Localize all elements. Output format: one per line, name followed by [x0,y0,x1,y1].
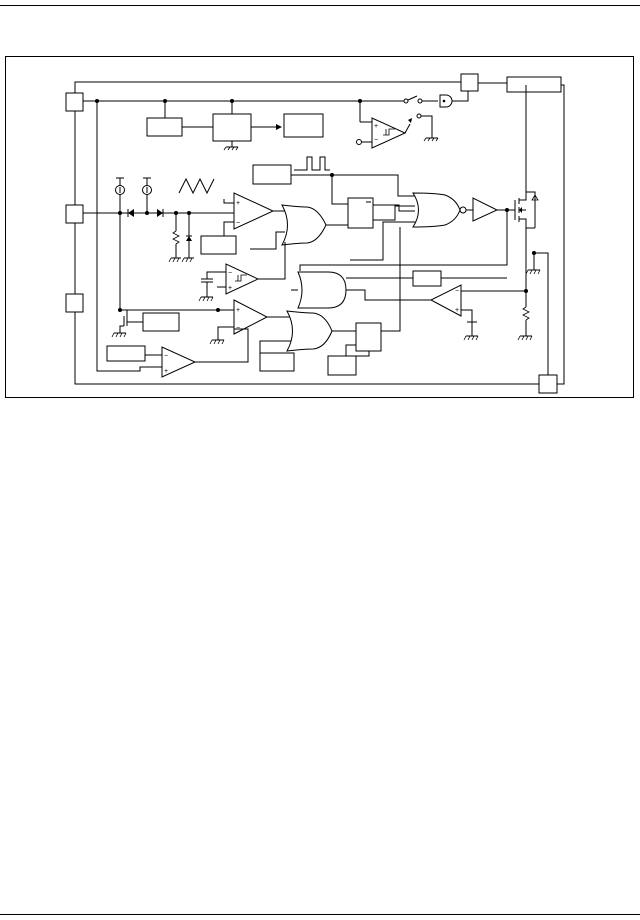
svg-text:−: − [236,220,240,227]
diode-1 [128,209,134,217]
outer-rails [75,82,564,384]
svg-text:+: + [236,307,240,314]
block-ref-1 [201,236,236,254]
supply-rail [83,99,402,371]
diagram-frame [5,56,634,398]
svg-text:−: − [164,353,168,360]
sawtooth-waveform [179,179,214,193]
gate-top-small [440,95,452,107]
block-ref-3 [328,356,356,375]
block-reg-3 [284,114,323,137]
soft-start-switch [112,310,143,337]
arrow-head [276,124,282,130]
driver-buffer [473,198,497,221]
or-gate-1 [282,205,326,245]
zener-ground [182,213,194,262]
comparator-3 [234,300,267,334]
block-soft-start [143,313,179,331]
nor-gate [413,193,460,227]
comparator-top [372,118,405,148]
resistor-ground-1 [169,213,181,262]
pin-box-mid-left [66,205,83,223]
block-reg-2 [213,114,251,141]
pin-box-bottom-left [66,294,83,312]
pin-box-top-right [461,74,478,91]
top-right-block [507,77,561,92]
pulse-waveform [294,157,330,170]
ground-output [526,253,540,274]
svg-text:+: + [455,307,459,314]
block-ref-2 [260,353,294,371]
current-sources [116,178,152,213]
ground-comp2 [199,282,213,301]
block-uvlo [107,346,145,361]
page-bottom-rule [0,914,640,915]
svg-text:−: − [374,137,378,144]
hysteresis-icon [383,129,395,135]
nor-bubble [460,207,466,213]
block-latch-2 [356,323,381,351]
svg-text:+: + [228,285,232,292]
pwm-comparator [234,193,273,229]
sense-amplifier [431,285,461,316]
block-blanking [413,271,441,286]
switch-top [402,96,438,141]
svg-text:−: − [455,288,459,295]
ground-sense-amp [464,322,478,340]
diode-2 [157,209,163,217]
ground-comp3 [210,340,224,344]
pin-box-top-left [66,93,83,111]
pin-box-bottom-right [539,375,557,393]
svg-text:+: + [374,123,378,130]
page-top-rule [0,5,640,6]
sense-resistor [518,291,532,340]
block-reg-1 [147,118,182,136]
svg-text:−: − [228,270,232,277]
comparator-uvlo [162,347,195,377]
and-gate [298,272,346,308]
block-oscillator [253,165,291,184]
ground-reg [224,141,238,150]
svg-text:+: + [236,200,240,207]
comparator-2 [226,264,258,294]
or-gate-2 [287,311,332,351]
output-mosfet [515,85,538,291]
svg-text:+: + [164,368,168,375]
latch-block [348,198,373,228]
